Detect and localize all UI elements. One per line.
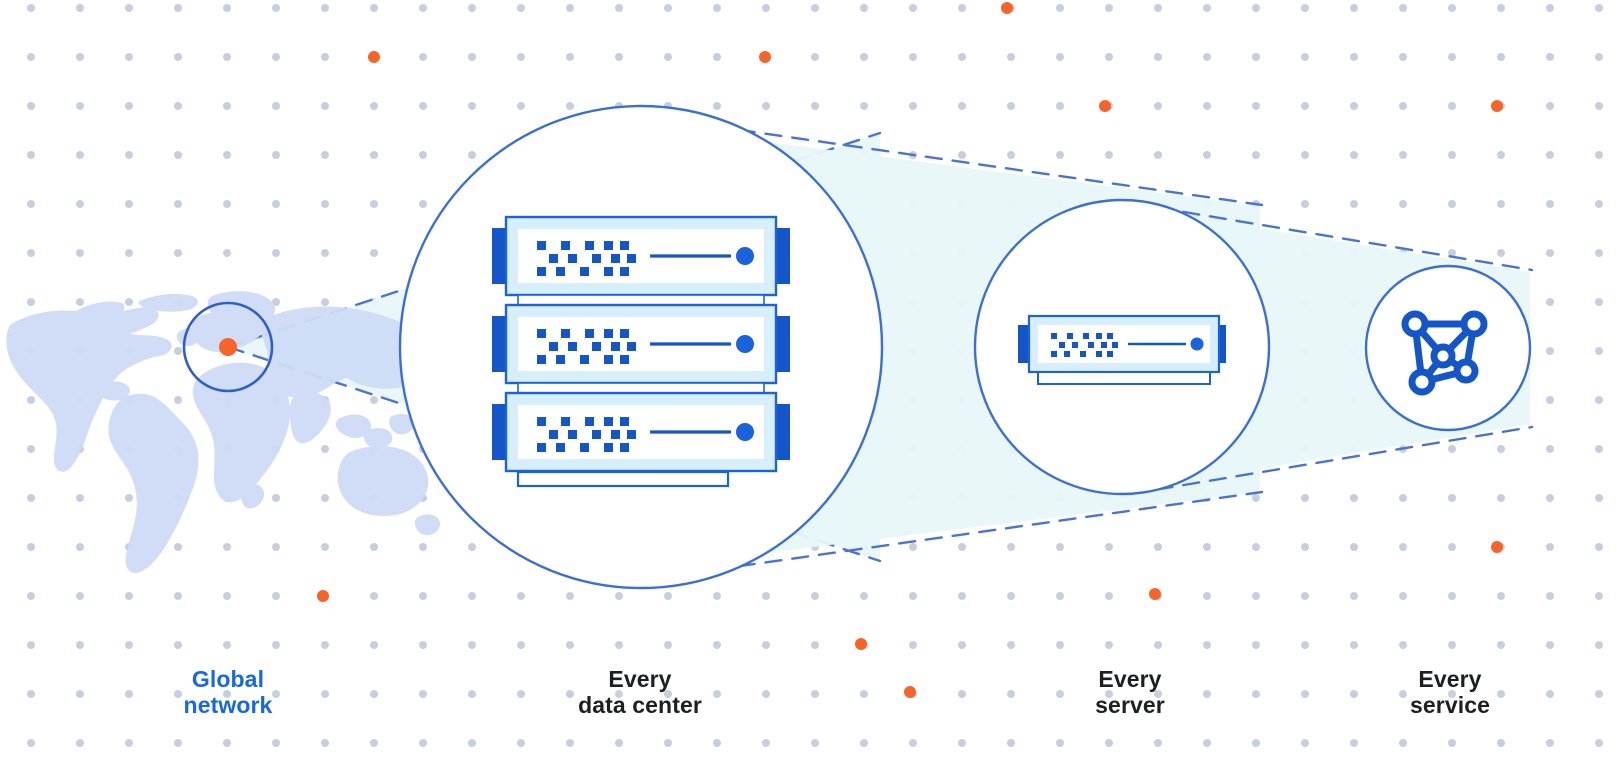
world-map-icon	[6, 291, 440, 574]
led-matrix	[537, 417, 636, 452]
network-nodes-icon	[1401, 310, 1488, 396]
rack-unit-3	[492, 391, 790, 473]
led-matrix	[1051, 333, 1118, 357]
accent-dots	[317, 2, 1503, 698]
server-unit-icon	[1018, 314, 1226, 385]
led-matrix	[537, 329, 636, 364]
led-matrix	[537, 241, 636, 276]
map-highlight	[182, 301, 274, 393]
rack-unit-1	[492, 215, 790, 297]
label-server: Every server	[1095, 666, 1165, 718]
label-global-network: Global network	[183, 666, 273, 718]
label-data-center: Every data center	[578, 666, 702, 718]
rack-unit-2	[492, 303, 790, 385]
label-service: Every service	[1410, 666, 1490, 718]
map-pin-dot	[219, 338, 237, 356]
server-rack-icon	[492, 215, 790, 488]
